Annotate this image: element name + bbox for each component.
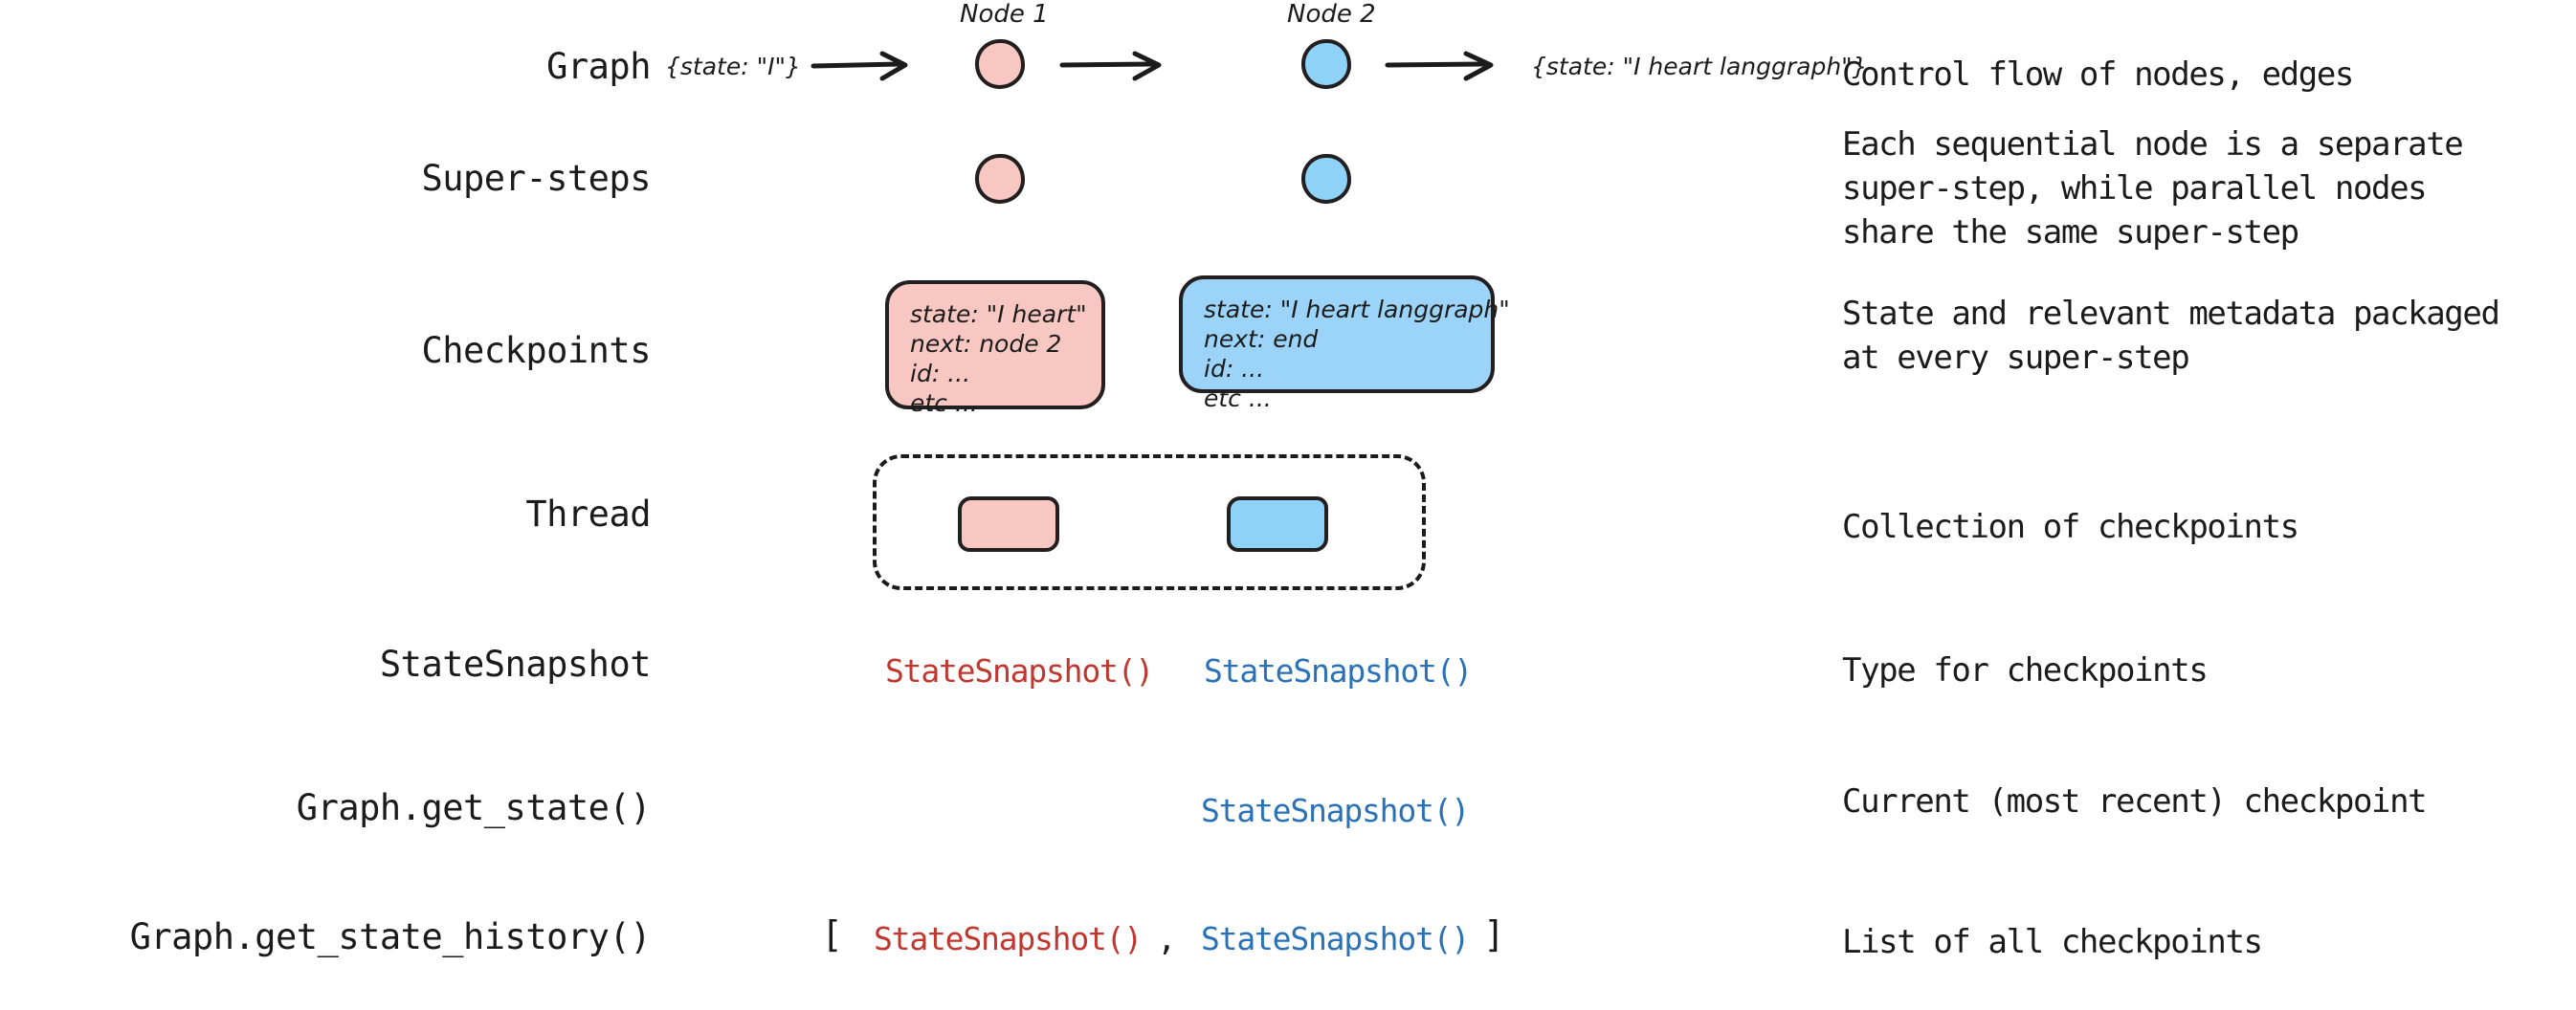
- row-label-graph: Graph: [546, 46, 651, 87]
- history-comma: ,: [1157, 920, 1177, 958]
- checkpoint-pink-id: id: ...: [910, 360, 971, 387]
- checkpoint-card-blue: state: "I heart langgraph" next: end id:…: [1179, 275, 1510, 412]
- row-description-get-state-history: List of all checkpoints: [1842, 923, 2263, 961]
- row-label-super-steps: Super-steps: [421, 158, 651, 199]
- history-close-bracket: ]: [1483, 913, 1505, 955]
- checkpoint-blue-id: id: ...: [1204, 355, 1265, 383]
- node-2-title: Node 2: [1287, 0, 1376, 29]
- checkpoint-card-pink: state: "I heart" next: node 2 id: ... et…: [885, 280, 1105, 417]
- history-open-bracket: [: [821, 913, 843, 955]
- history-snapshot-pink: StateSnapshot(): [874, 920, 1143, 957]
- edge-arrow-1: [811, 51, 908, 81]
- checkpoint-pink-next: next: node 2: [910, 330, 1062, 358]
- thread-checkpoint-pink: [958, 496, 1059, 552]
- node-1-title: Node 1: [960, 0, 1049, 29]
- row-label-graph-get-state-history: Graph.get_state_history(): [129, 916, 652, 957]
- edge-arrow-3: [1385, 51, 1494, 81]
- checkpoint-blue-next: next: end: [1204, 325, 1319, 353]
- statesnapshot-pink: StateSnapshot(): [885, 652, 1154, 690]
- checkpoint-blue-state: state: "I heart langgraph": [1204, 296, 1510, 323]
- input-state-annotation: {state: "I"}: [665, 53, 801, 80]
- row-description-get-state: Current (most recent) checkpoint: [1842, 782, 2428, 821]
- row-label-checkpoints: Checkpoints: [421, 330, 651, 371]
- row-description-thread: Collection of checkpoints: [1842, 508, 2299, 546]
- super-step-node-1: [975, 154, 1025, 204]
- row-label-statesnapshot: StateSnapshot: [379, 644, 652, 685]
- get-state-result-snapshot: StateSnapshot(): [1201, 792, 1470, 829]
- row-description-statesnapshot: Type for checkpoints: [1842, 651, 2209, 690]
- checkpoint-pink-etc: etc ...: [910, 389, 978, 417]
- row-description-checkpoints: State and relevant metadata packaged at …: [1842, 295, 2500, 377]
- graph-node-1: [975, 39, 1025, 89]
- row-label-thread: Thread: [525, 494, 651, 535]
- row-description-super-steps: Each sequential node is a separate super…: [1842, 125, 2464, 252]
- edge-arrow-2: [1059, 51, 1162, 81]
- checkpoint-blue-etc: etc ...: [1204, 384, 1272, 412]
- row-description-graph: Control flow of nodes, edges: [1842, 55, 2354, 94]
- thread-checkpoint-blue: [1227, 496, 1328, 552]
- thread-container: [873, 454, 1426, 590]
- output-state-annotation: {state: "I heart langgraph"}: [1531, 53, 1868, 80]
- checkpoint-pink-state: state: "I heart": [910, 300, 1087, 328]
- history-snapshot-blue: StateSnapshot(): [1201, 920, 1470, 957]
- super-step-node-2: [1301, 154, 1351, 204]
- statesnapshot-blue: StateSnapshot(): [1204, 652, 1473, 690]
- graph-node-2: [1301, 39, 1351, 89]
- row-label-graph-get-state: Graph.get_state(): [296, 787, 652, 828]
